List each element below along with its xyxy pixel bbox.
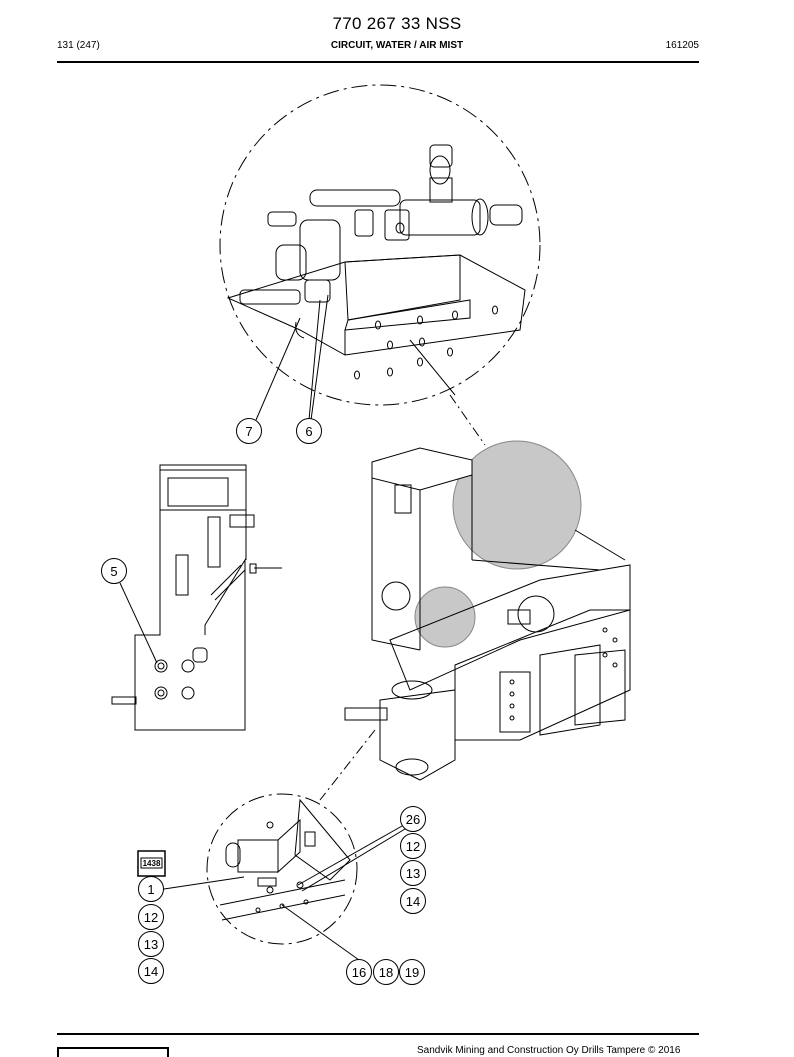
callout-13-right: 13 xyxy=(400,860,426,886)
page-reference: 131 (247) xyxy=(57,40,100,51)
callout-13-left: 13 xyxy=(138,931,164,957)
stamp-box: 1438 xyxy=(137,850,166,877)
header-rule xyxy=(57,61,699,63)
callout-5: 5 xyxy=(101,558,127,584)
svg-text:13: 13 xyxy=(144,937,158,952)
callout-1: 1 xyxy=(138,876,164,902)
document-part-number: 770 267 33 NSS xyxy=(332,14,462,33)
svg-text:14: 14 xyxy=(406,894,420,909)
top-detail-view xyxy=(219,84,541,421)
svg-text:13: 13 xyxy=(406,866,420,881)
section-title: CIRCUIT, WATER / AIR MIST xyxy=(330,40,464,51)
callout-16: 16 xyxy=(346,959,372,985)
footer-copyright: Sandvik Mining and Construction Oy Drill… xyxy=(417,1045,681,1056)
revision-code: 161205 xyxy=(665,40,699,51)
svg-text:16: 16 xyxy=(352,965,366,980)
svg-text:12: 12 xyxy=(406,839,420,854)
svg-text:18: 18 xyxy=(379,965,393,980)
side-elevation-view xyxy=(111,464,282,731)
callout-14-left: 14 xyxy=(138,958,164,984)
callout-14-right: 14 xyxy=(400,888,426,914)
sandvik-logo xyxy=(57,1047,169,1057)
svg-text:1438: 1438 xyxy=(143,859,161,868)
svg-text:7: 7 xyxy=(245,424,252,439)
callout-18: 18 xyxy=(373,959,399,985)
callout-26: 26 xyxy=(400,806,426,832)
footer-rule xyxy=(57,1033,699,1035)
svg-text:12: 12 xyxy=(144,910,158,925)
svg-text:19: 19 xyxy=(405,965,419,980)
svg-text:6: 6 xyxy=(305,424,312,439)
callout-7: 7 xyxy=(236,418,262,444)
svg-text:1: 1 xyxy=(147,882,154,897)
svg-text:14: 14 xyxy=(144,964,158,979)
main-assembly-view xyxy=(344,440,631,781)
callout-6: 6 xyxy=(296,418,322,444)
callout-12-right: 12 xyxy=(400,833,426,859)
svg-text:26: 26 xyxy=(406,812,420,827)
svg-text:5: 5 xyxy=(110,564,117,579)
callout-12-left: 12 xyxy=(138,904,164,930)
bottom-detail-view xyxy=(163,793,406,961)
callout-19: 19 xyxy=(399,959,425,985)
